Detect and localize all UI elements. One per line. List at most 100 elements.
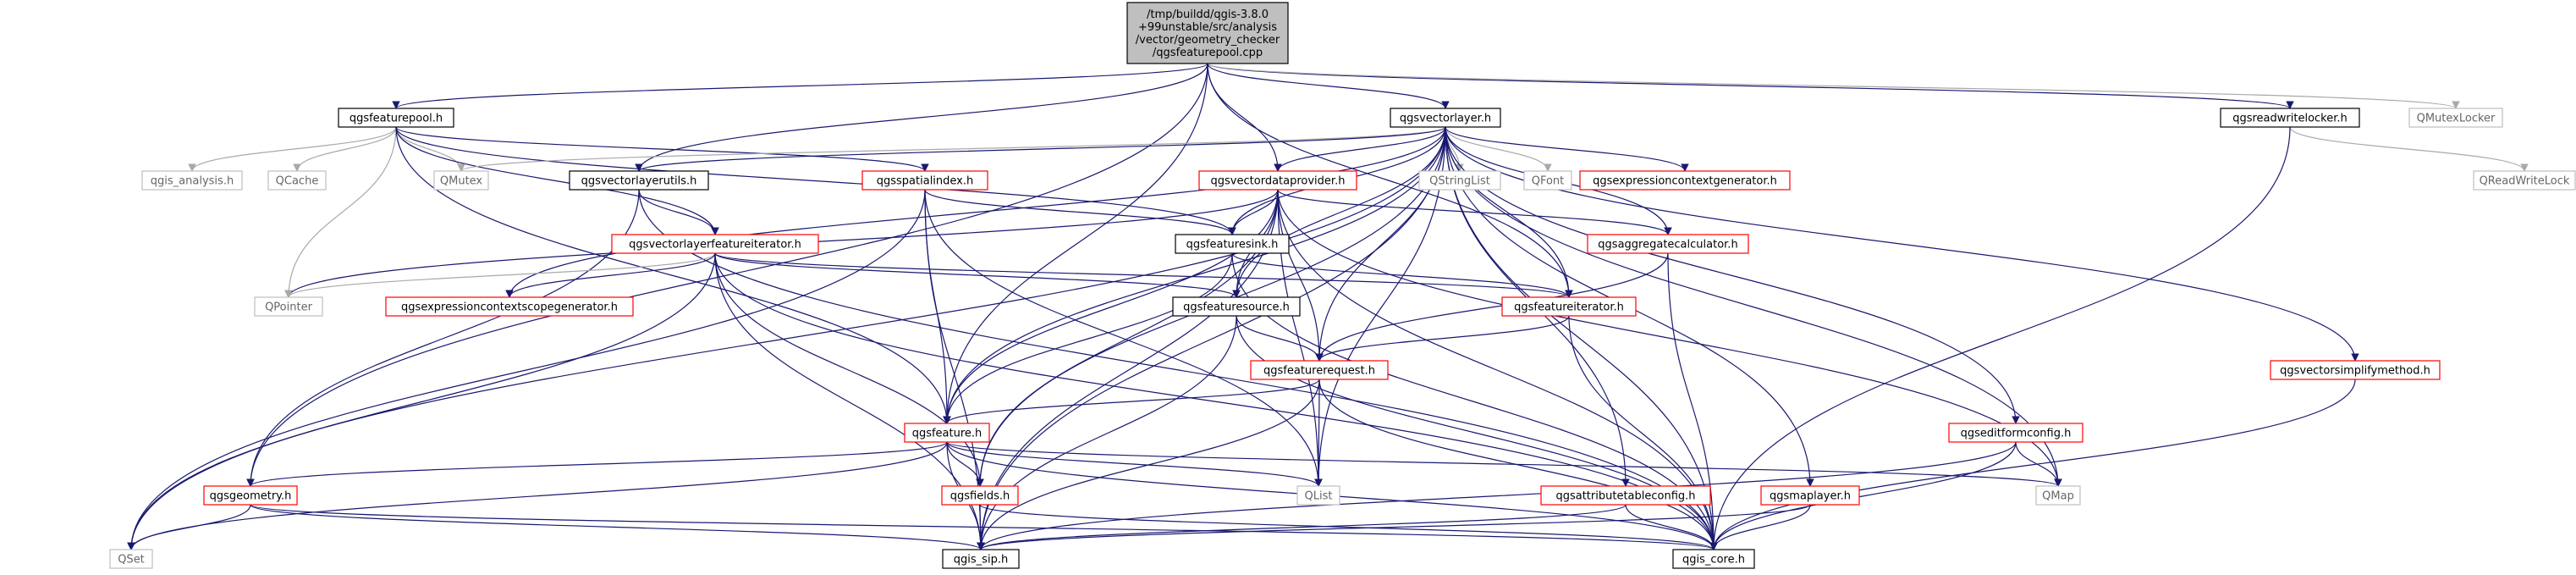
dependency-edge (395, 126, 719, 235)
dependency-edge (395, 126, 1236, 235)
edge-qgsfeatureiterator-to-qgsfeaturerequest (1315, 315, 1570, 362)
node-label-qgsreadwritelocker: qgsreadwritelocker.h (2232, 113, 2348, 125)
node-qgsfeaturerequest[interactable]: qgsfeaturerequest.h (1250, 360, 1389, 380)
node-qgsspatialindex[interactable]: qgsspatialindex.h (861, 170, 988, 191)
node-qgsvectorlayerfeatureiterator[interactable]: qgsvectorlayerfeatureiterator.h (611, 234, 819, 254)
node-root[interactable]: /tmp/buildd/qgis-3.8.0+99unstable/src/an… (1126, 2, 1289, 64)
node-qgsvectordataprovider[interactable]: qgsvectordataprovider.h (1198, 170, 1357, 191)
node-box-qset (109, 549, 153, 569)
dependency-edge (127, 504, 251, 550)
node-qgsvectorlayer[interactable]: qgsvectorlayer.h (1390, 108, 1501, 128)
dependency-edge (1277, 189, 1324, 362)
node-label-qgsaggregatecalculator: qgsaggregatecalculator.h (1598, 239, 1737, 252)
node-box-qfont (1523, 170, 1572, 191)
edge-root-to-qgsfeatureiterator (1207, 63, 1573, 298)
node-label-qset: QSet (118, 554, 145, 567)
dependency-edge (977, 189, 1279, 550)
node-box-qgsfeature (904, 423, 990, 443)
node-qgsvectorsimplifymethod[interactable]: qgsvectorsimplifymethod.h (2270, 360, 2441, 380)
node-box-qmutexlocker (2408, 108, 2503, 128)
edge-qgsfeaturesink-to-qgsfeature (943, 252, 1233, 424)
dependency-edge (638, 189, 719, 235)
node-qgsexpressioncontextscopegenerator[interactable]: qgsexpressioncontextscopegenerator.h (385, 296, 634, 317)
node-qgsfields[interactable]: qgsfields.h (941, 485, 1019, 506)
node-label-qmutex: QMutex (440, 175, 483, 188)
dependency-edge (977, 441, 2017, 550)
node-label-qgsvectorsimplifymethod: qgsvectorsimplifymethod.h (2280, 365, 2430, 378)
node-label-qgsexpressioncontextscopegenerator: qgsexpressioncontextscopegenerator.h (401, 301, 618, 314)
dependency-edge (1277, 189, 1718, 550)
node-box-qmutex (433, 170, 489, 191)
node-qgsfeature[interactable]: qgsfeature.h (904, 423, 990, 443)
dependency-edge (977, 315, 1237, 550)
edge-qgsvectorlayer-to-qgsvectorsimplifymethod (1445, 126, 2359, 362)
dependency-edge (2289, 126, 2529, 172)
node-qgsfeaturesink[interactable]: qgsfeaturesink.h (1175, 234, 1290, 254)
edge-qgsvectorlayerfeatureiterator-to-qset (127, 252, 716, 550)
edge-qgsgeometry-to-qset (127, 504, 251, 550)
node-qgsfeatureiterator[interactable]: qgsfeatureiterator.h (1501, 296, 1637, 317)
node-box-qgsattributetableconfig (1540, 485, 1711, 506)
dependency-edge (1277, 189, 1672, 235)
edge-root-to-qgsfeaturepool (392, 63, 1208, 109)
dependency-edge (1667, 252, 1718, 550)
node-qgsaggregatecalculator[interactable]: qgsaggregatecalculator.h (1587, 234, 1749, 254)
dependency-edge (977, 504, 1627, 550)
dependency-edge (943, 189, 1279, 424)
dependency-edge (943, 63, 1208, 424)
node-label-qgis_sip: qgis_sip.h (954, 554, 1008, 567)
edge-qgsvectorlayer-to-qgsvectorlayerutils (635, 126, 1446, 172)
edge-qgsvectorlayerutils-to-qgis_core (638, 189, 1718, 550)
edge-qgsfields-to-qgis_core (979, 504, 1718, 550)
edge-qgsfeature-to-qgsgeometry (246, 441, 948, 487)
node-qgsgeometry[interactable]: qgsgeometry.h (203, 485, 298, 506)
edge-root-to-qgsreadwritelocker (1207, 63, 2294, 109)
node-label-root: /qgsfeaturepool.cpp (1153, 47, 1263, 59)
node-qgis_sip[interactable]: qgis_sip.h (942, 549, 1020, 569)
node-qgis_core[interactable]: qgis_core.h (1672, 549, 1755, 569)
edge-qgsvectordataprovider-to-qgis_sip (977, 189, 1279, 550)
edge-qgsattributetableconfig-to-qgis_core (1625, 504, 1718, 550)
node-qgsexpressioncontextgenerator[interactable]: qgsexpressioncontextgenerator.h (1579, 170, 1791, 191)
dependency-edge (1315, 315, 1570, 362)
edges-layer (127, 63, 2529, 550)
dependency-edge (250, 504, 985, 550)
node-box-qgis_analysis (141, 170, 243, 191)
dependency-edge (1445, 126, 2062, 487)
node-qgsfeaturesource[interactable]: qgsfeaturesource.h (1172, 296, 1301, 317)
edge-qgsfeaturepool-to-qgsfeature (395, 126, 951, 424)
dependency-edge (924, 189, 1323, 487)
node-qlist: QList (1296, 485, 1340, 506)
node-box-qgsvectorlayer (1390, 108, 1501, 128)
node-label-qgsexpressioncontextgenerator: qgsexpressioncontextgenerator.h (1593, 175, 1777, 188)
node-label-qfont: QFont (1532, 175, 1565, 188)
dependency-edge (1315, 252, 1669, 362)
edge-qgsfeaturepool-to-qgis_analysis (188, 126, 397, 172)
node-label-qgsmaplayer: qgsmaplayer.h (1770, 490, 1851, 503)
edge-qgsvectorlayer-to-qlist (1314, 126, 1446, 487)
node-label-qgsfeaturesource: qgsfeaturesource.h (1183, 301, 1290, 314)
node-qgsfeaturepool[interactable]: qgsfeaturepool.h (338, 108, 454, 128)
node-qgsattributetableconfig[interactable]: qgsattributetableconfig.h (1540, 485, 1711, 506)
node-box-qgsfeaturepool (338, 108, 454, 128)
dependency-edge (714, 252, 1573, 298)
node-box-qgsfeaturesink (1175, 234, 1290, 254)
edge-qgsreadwritelocker-to-qreadwritelock (2289, 126, 2529, 172)
dependency-edge (1236, 315, 1718, 550)
node-box-qgsfeatureiterator (1501, 296, 1637, 317)
node-label-qgsfields: qgsfields.h (950, 490, 1010, 503)
edge-root-to-qgsvectorlayer (1207, 63, 1450, 109)
edge-qgsfeature-to-qlist (946, 441, 1323, 487)
edge-qgsfields-to-qgis_sip (977, 504, 985, 550)
edge-qgsvectorlayer-to-qgis_sip (977, 126, 1446, 550)
node-label-qstringlist: QStringList (1429, 175, 1490, 188)
edge-qgsvectorlayer-to-qgis_core (1445, 126, 1718, 550)
node-qgsvectorlayerutils[interactable]: qgsvectorlayerutils.h (569, 170, 709, 191)
node-qgsreadwritelocker[interactable]: qgsreadwritelocker.h (2220, 108, 2360, 128)
edge-qgsspatialindex-to-qset (127, 189, 926, 550)
node-qgseditformconfig[interactable]: qgseditformconfig.h (1948, 423, 2083, 443)
edge-qgsvectordataprovider-to-qgsfeaturerequest (1277, 189, 1324, 362)
node-label-qreadwritelock: QReadWriteLock (2480, 175, 2570, 188)
node-qgsmaplayer[interactable]: qgsmaplayer.h (1760, 485, 1860, 506)
